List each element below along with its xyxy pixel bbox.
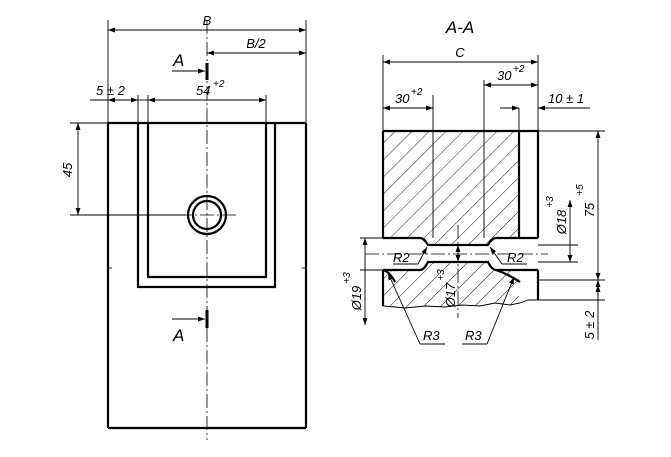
section-marker-bottom: A xyxy=(172,326,184,345)
bottom-offset-label: 5 ± 2 xyxy=(582,310,597,340)
radius-right-label: R2 xyxy=(507,250,524,265)
height-tol: +5 xyxy=(575,184,586,196)
front-view-dimensions: B B/2 A 54 +2 5 ± 2 45 A xyxy=(60,13,307,345)
slot-width-label: 54 xyxy=(196,83,210,98)
slot-width-tol: +2 xyxy=(213,79,225,90)
front-view xyxy=(106,20,308,440)
half-width-label: B/2 xyxy=(246,36,266,51)
height-label: 75 xyxy=(582,202,597,217)
section-marker-top: A xyxy=(172,51,184,70)
left-offset-tol: +2 xyxy=(411,87,423,98)
upper-diameter-label: Ø18 xyxy=(554,209,569,235)
left-offset-label: 30 xyxy=(395,91,410,106)
offset-label: 5 ± 2 xyxy=(96,83,126,98)
width-b-label: B xyxy=(203,13,212,28)
right-offset-tol: +2 xyxy=(513,64,525,75)
radius-bottom-left-label: R3 xyxy=(423,328,440,343)
right-offset-label: 30 xyxy=(497,68,512,83)
section-view-dimensions: C 30 +2 30 +2 10 ± 1 75 +5 5 ± 2 Ø18 +3 xyxy=(342,45,605,345)
hole-height-label: 45 xyxy=(60,162,75,177)
section-title: A-A xyxy=(445,18,474,37)
center-diameter-label: Ø17 xyxy=(443,282,458,308)
left-diameter-tol: +3 xyxy=(342,272,353,284)
center-diameter-tol: +3 xyxy=(436,269,447,281)
section-width-c-label: C xyxy=(455,45,465,60)
radius-left-label: R2 xyxy=(393,250,410,265)
radius-bottom-right-label: R3 xyxy=(465,328,482,343)
wall-label: 10 ± 1 xyxy=(548,91,584,106)
left-diameter-label: Ø19 xyxy=(349,286,364,312)
section-view xyxy=(365,80,548,318)
upper-diameter-tol: +3 xyxy=(545,196,556,208)
